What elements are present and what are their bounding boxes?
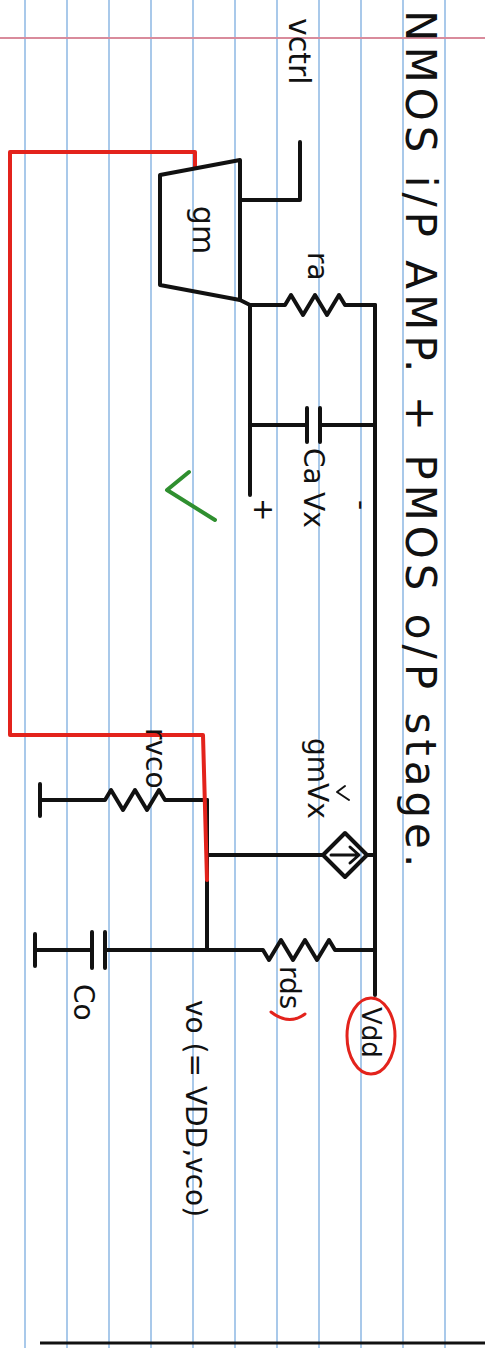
resistor-symbol xyxy=(40,784,207,816)
voltage-label: Vx xyxy=(298,492,329,528)
vdd-rail xyxy=(373,305,377,995)
component-label: rvco xyxy=(140,728,171,789)
input-wire xyxy=(240,142,300,200)
highlight-circle xyxy=(347,998,395,1074)
node-label: vo (= VDD,vco) xyxy=(180,1000,211,1217)
source-arrow xyxy=(331,847,359,863)
feedback-wire xyxy=(10,152,207,880)
amp-output-rail xyxy=(240,300,250,495)
supply-label: Vdd xyxy=(357,1007,386,1058)
title-heading: NMOS i/P AMP. + PMOS o/P stage. xyxy=(397,10,443,872)
capacitor-symbol xyxy=(35,932,207,968)
grade-check xyxy=(167,472,215,520)
amplifier-block: gm xyxy=(158,150,242,310)
component-label: Co xyxy=(68,984,99,1021)
current-source-symbol xyxy=(207,833,375,877)
polarity-sign: - xyxy=(346,500,377,510)
red-mark xyxy=(271,1012,305,1020)
amplifier-label: gm xyxy=(186,150,221,310)
polarity-sign: + xyxy=(248,498,279,521)
source-label: gmVx xyxy=(302,738,333,819)
resistor-symbol xyxy=(207,940,375,960)
check-mark xyxy=(337,786,349,800)
signal-name: vctrl xyxy=(284,18,317,85)
component-label: ra xyxy=(302,252,333,281)
component-label: Ca xyxy=(298,448,329,485)
capacitor-symbol xyxy=(250,408,375,442)
resistor-symbol xyxy=(250,295,375,315)
component-label: rds xyxy=(274,966,305,1009)
